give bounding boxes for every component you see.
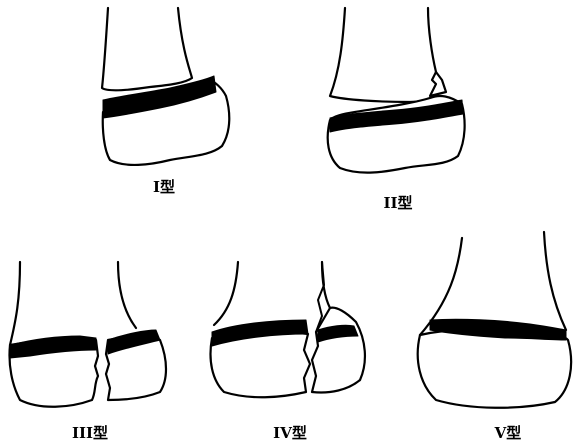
panel-label: IV型	[273, 424, 307, 442]
metaphysis-outline-right	[118, 262, 136, 328]
metaphyseal-fragment	[430, 72, 446, 96]
panel-type-2: II型	[328, 8, 465, 212]
metaphysis-outline	[330, 8, 430, 102]
metaphysis-outline-left	[10, 262, 20, 345]
metaphysis-outline-right	[428, 8, 436, 72]
panel-type-5: V型	[418, 232, 571, 442]
panel-label: II型	[383, 194, 412, 212]
panel-label: I型	[153, 178, 175, 196]
panel-type-4: IV型	[211, 262, 365, 442]
panel-type-1: I型	[102, 8, 229, 196]
metaphysis-outline-left	[214, 262, 238, 325]
metaphysis-outline	[102, 8, 192, 90]
metaphysis-outline-right	[544, 232, 566, 330]
panel-label: III型	[72, 424, 108, 442]
epiphysis	[418, 330, 571, 408]
panel-label: V型	[494, 424, 522, 442]
panel-type-3: III型	[9, 262, 166, 442]
